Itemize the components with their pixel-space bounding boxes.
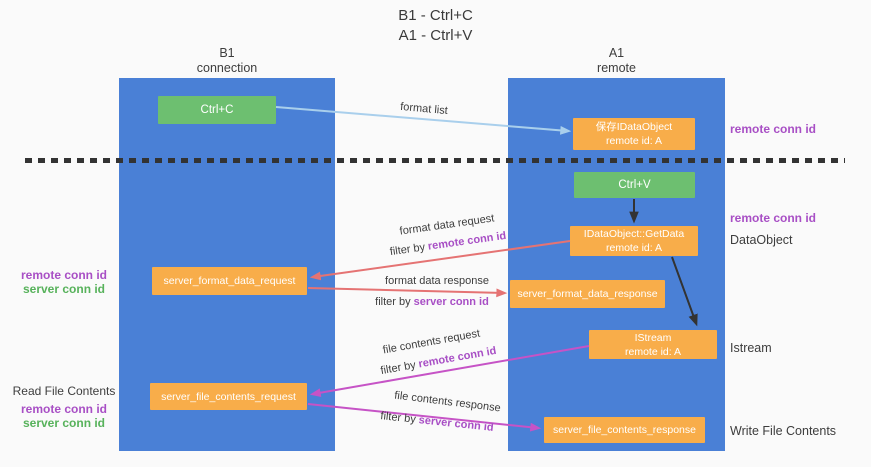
istream-title: IStream [634, 331, 672, 344]
filter-by-text: filter by [375, 296, 411, 308]
left-server-conn-id-label: server conn id [22, 416, 106, 430]
title-line-1: B1 - Ctrl+C [398, 7, 473, 24]
left-column-role: connection [196, 61, 258, 75]
server-file-contents-request-box: server_file_contents_request [150, 383, 307, 410]
left-remote-conn-id-label: remote conn id [20, 402, 107, 416]
ctrl-v-label: Ctrl+V [618, 179, 651, 191]
phase-separator-line [25, 158, 845, 163]
left-column-header: B1 connection [119, 46, 335, 76]
diagram-title: B1 - Ctrl+C A1 - Ctrl+V [0, 6, 871, 46]
left-column-name: B1 [219, 46, 235, 60]
ctrl-v-box: Ctrl+V [574, 172, 695, 198]
istream-label: Istream [730, 341, 772, 355]
filter-by-text: filter by [379, 410, 417, 426]
filter-by-text: filter by [389, 241, 426, 259]
remote-conn-id-text: remote conn id [427, 229, 507, 253]
remote-conn-id-text: remote conn id [417, 344, 498, 371]
save-idataobject-title: 保存IDataObject [595, 121, 673, 133]
filter-by-text: filter by [379, 359, 417, 378]
format-data-response-arrow [307, 287, 508, 298]
save-idataobject-remote-id: remote id: A [605, 135, 663, 147]
right-column-header: A1 remote [508, 46, 725, 76]
server-file-contents-response-box: server_file_contents_response [544, 417, 705, 443]
save-idataobject-box: 保存IDataObject remote id: A [573, 118, 695, 150]
istream-remote-id: remote id: A [624, 345, 682, 358]
server-format-data-response-label: server_format_data_response [517, 288, 658, 300]
right-column-name: A1 [608, 46, 625, 60]
idataobject-getdata-box: IDataObject::GetData remote id: A [570, 226, 698, 256]
format-list-label: format list [399, 100, 449, 118]
getdata-remote-id: remote id: A [605, 242, 663, 254]
ctrl-c-label: Ctrl+C [200, 104, 234, 116]
server-format-data-response-box: server_format_data_response [510, 280, 665, 308]
right-remote-conn-id-label-1: remote conn id [730, 122, 817, 136]
server-format-data-request-label: server_format_data_request [163, 275, 296, 287]
right-column-role: remote [597, 61, 636, 75]
server-file-contents-response-label: server_file_contents_response [552, 424, 696, 436]
dataobject-label: DataObject [730, 233, 793, 247]
getdata-title: IDataObject::GetData [583, 228, 685, 240]
ctrl-c-box: Ctrl+C [158, 96, 276, 124]
read-file-contents-label: Read File Contents [12, 384, 116, 398]
left-bottom-conn-id-labels: remote conn id server conn id [8, 402, 120, 430]
title-line-2: A1 - Ctrl+V [398, 27, 473, 44]
left-conn-id-labels: remote conn id server conn id [8, 268, 120, 296]
left-server-conn-id-label: server conn id [22, 282, 106, 296]
format-data-response-label: format data response [385, 275, 489, 287]
left-remote-conn-id-label: remote conn id [20, 268, 107, 282]
server-format-data-request-box: server_format_data_request [152, 267, 307, 295]
write-file-contents-label: Write File Contents [730, 424, 837, 438]
server-conn-id-text: server conn id [413, 296, 489, 308]
istream-box: IStream remote id: A [589, 330, 717, 359]
server-file-contents-request-label: server_file_contents_request [161, 390, 296, 403]
server-conn-id-text: server conn id [418, 414, 495, 434]
right-remote-conn-id-label-2: remote conn id [730, 211, 817, 225]
